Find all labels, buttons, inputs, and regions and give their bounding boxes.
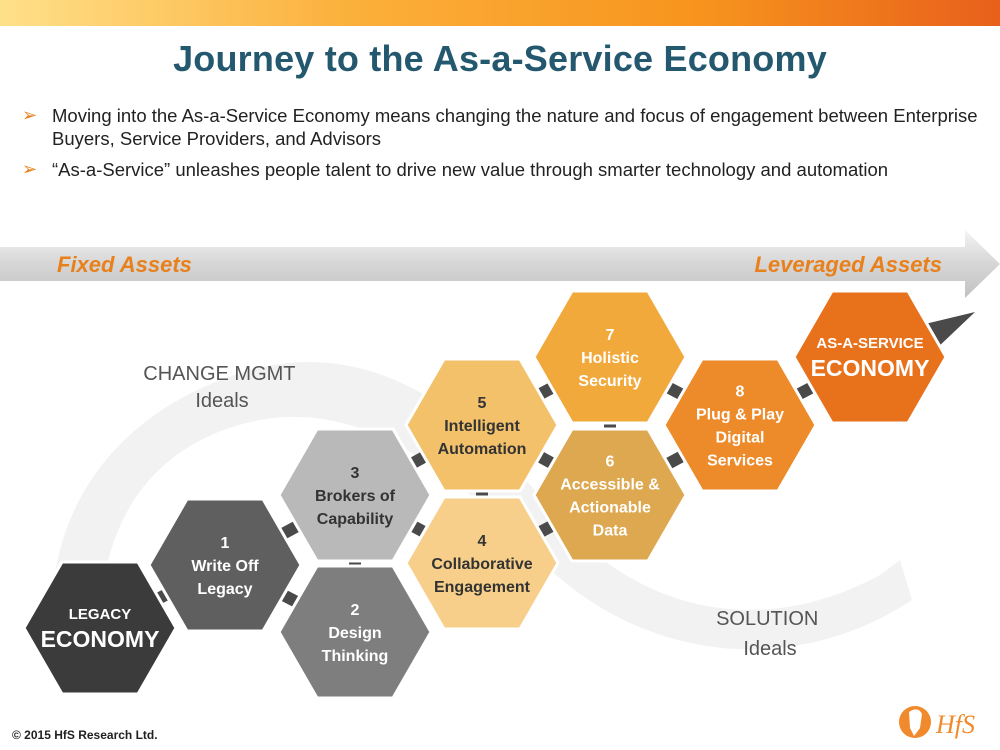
hexagon-shape [532,289,688,425]
fixed-assets-label: Fixed Assets [57,252,192,277]
progress-arrow [0,230,1000,298]
arrow-bullet-icon: ➢ [22,105,38,125]
background-swoosh [51,361,912,690]
solution-label: SOLUTION Ideals [716,608,824,660]
hexagon-label-line: AS-A-SERVICE [816,335,923,352]
hexagon-shape [404,495,560,631]
bullet-list: ➢ Moving into the As-a-Service Economy m… [22,104,982,189]
hexagon-label-line: LEGACY [69,606,132,623]
hexagon-label-line: Data [593,523,628,540]
logo-text: HfS [935,710,975,739]
node-as-a-service-economy: AS-A-SERVICE ECONOMY [792,289,948,425]
hexagon-label-line: Legacy [197,581,252,598]
hexagon-shape [277,427,433,563]
hexagon-label-line: 2 [351,602,360,619]
hexagon-label: AS-A-SERVICE ECONOMY [811,335,930,381]
hexagon-label-line: Security [578,373,641,390]
hexagon-shape [792,289,948,425]
hexagon-label-line: 3 [351,465,360,482]
hexagon-label-emphasis: ECONOMY [41,626,160,652]
copyright-footer: © 2015 HfS Research Ltd. [12,728,158,742]
hexagon-shape [662,357,818,493]
hexagon-label: LEGACY ECONOMY [41,606,160,652]
hexagon-label-line: Accessible & [560,477,660,494]
hexagon-label-line: 6 [606,454,615,471]
hexagon-label-line: Intelligent [444,418,520,435]
bullet-item: ➢ “As-a-Service” unleashes people talent… [22,158,982,181]
leveraged-assets-label: Leveraged Assets [754,252,942,277]
hexagon-label-line: Collaborative [431,556,532,573]
bullet-item: ➢ Moving into the As-a-Service Economy m… [22,104,982,150]
node-legacy-economy: LEGACY ECONOMY [22,560,178,696]
hexagon-shape [147,497,303,633]
hfs-logo: HfS [899,706,975,739]
hexagon-shape [532,427,688,563]
logo-figure-shape [909,709,922,736]
hexagon-label-line: Actionable [569,500,651,517]
hexagon-label-line: Thinking [322,648,389,665]
hexagon-label-line: 4 [478,533,487,550]
hexagon-label-line: 7 [606,327,615,344]
arrow-bullet-icon: ➢ [22,159,38,179]
hexagon-label-line: Automation [438,441,527,458]
change-mgmt-label: CHANGE MGMT Ideals [143,363,300,412]
hexagon-label-line: Services [707,453,773,470]
hexagon-label-line: Design [328,625,381,642]
page-title: Journey to the As-a-Service Economy [173,38,827,79]
bullet-text: Moving into the As-a-Service Economy mea… [52,105,978,149]
hexagon-label-line: Holistic [581,350,639,367]
hexagon-label-line: 8 [736,384,745,401]
header-gradient-band [0,0,1000,26]
hexagon-shape [277,564,433,700]
hexagon-label-line: 5 [478,395,487,412]
hexagon-shape [404,357,560,493]
bullet-text: “As-a-Service” unleashes people talent t… [52,159,889,180]
hexagon-shape [22,560,178,696]
hexagon-label-emphasis: ECONOMY [811,355,930,381]
hexagon-label-line: Digital [716,430,765,447]
hexagon-label-line: 1 [221,535,230,552]
hexagon-label-line: Write Off [191,558,259,575]
hexagon-label-line: Engagement [434,579,531,596]
hexagon-label-line: Plug & Play [696,407,784,424]
hexagon-label-line: Capability [317,511,394,528]
hexagon-label-line: Brokers of [315,488,396,505]
